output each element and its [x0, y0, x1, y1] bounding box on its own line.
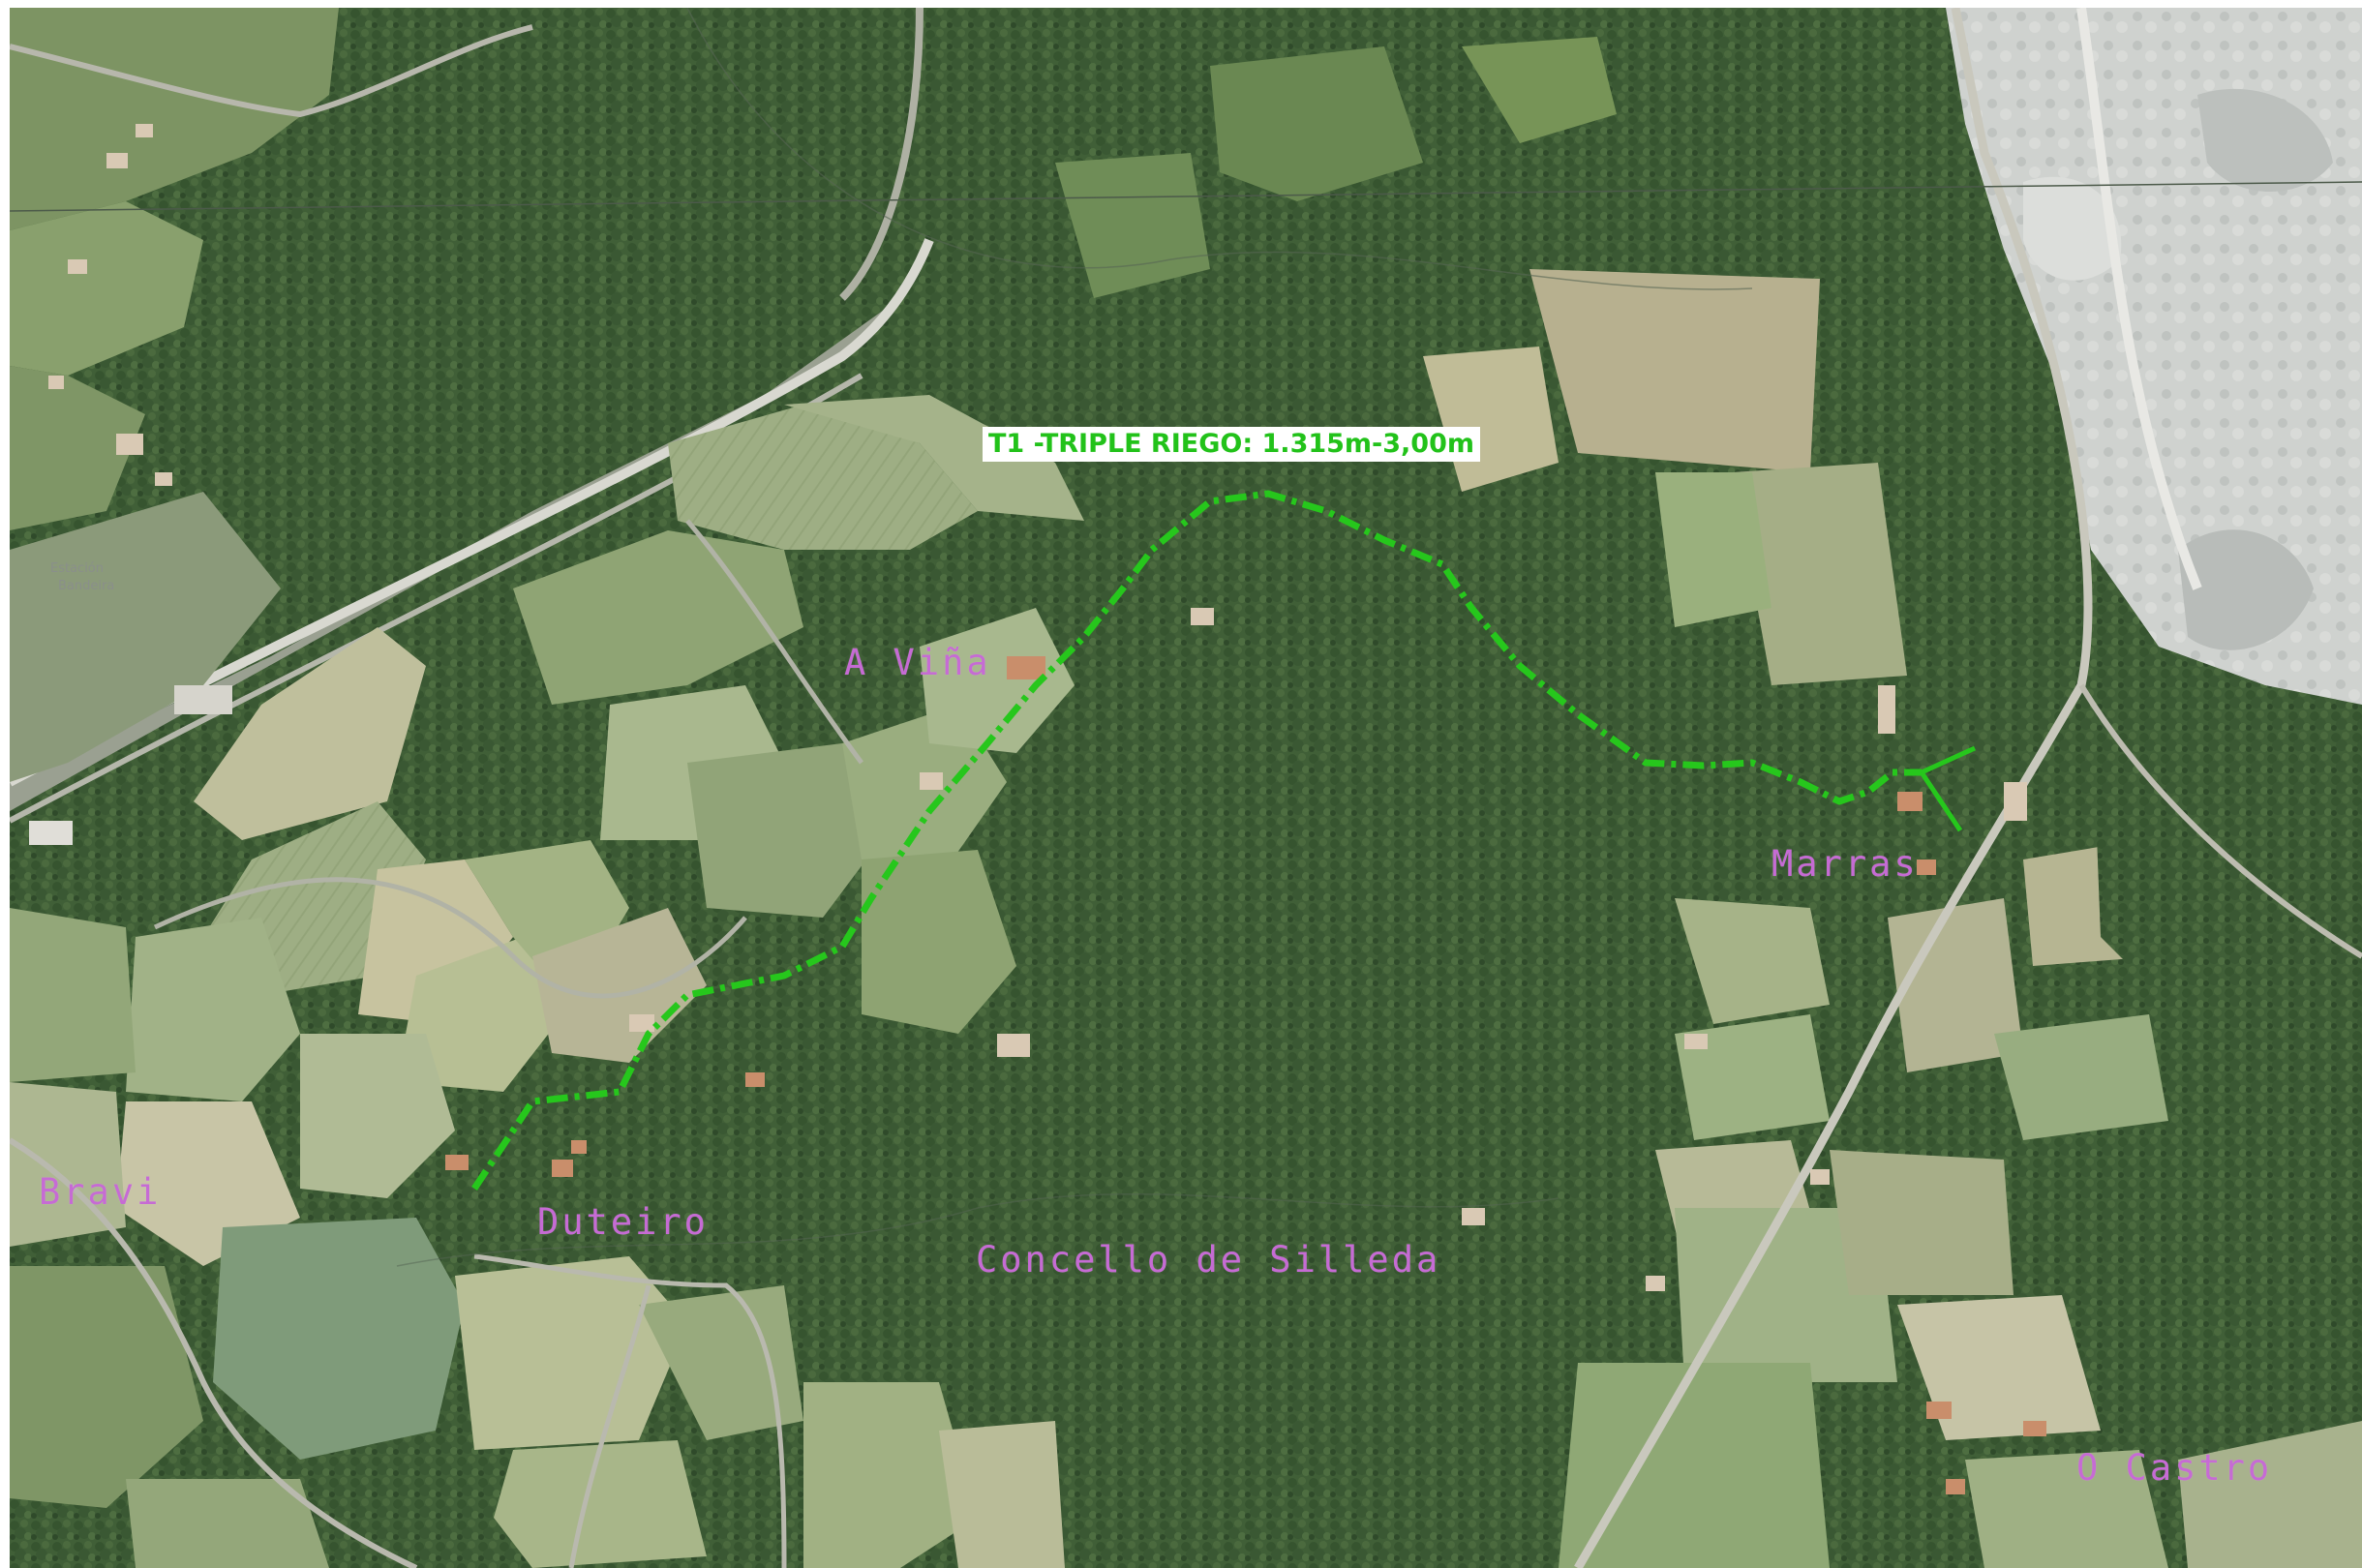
- field-east-3: [1733, 463, 1907, 685]
- field-lower-left-2: [455, 1256, 687, 1450]
- road-secondary-right: [2078, 683, 2362, 959]
- place-label-a-vina: A Viña: [844, 642, 991, 683]
- road-west-upper: [10, 24, 533, 118]
- field-east-1: [1529, 269, 1820, 472]
- road-main-ne: [1574, 8, 2093, 1568]
- field-bottom-center: [803, 1382, 978, 1568]
- field-se-1: [1675, 898, 1830, 1024]
- place-label-duteiro: Duteiro: [537, 1201, 709, 1243]
- field-center-9: [842, 705, 1007, 879]
- place-label-o-castro: O Castro: [2076, 1447, 2273, 1489]
- place-label-concello: Concello de Silleda: [976, 1239, 1441, 1281]
- field-a-vina-1: [668, 405, 978, 550]
- clearing-top-2: [1210, 46, 1423, 201]
- cad-line-3: [396, 1192, 1560, 1267]
- field-center-16: [10, 1082, 126, 1247]
- route-label: T1 -TRIPLE RIEGO: 1.315m-3,00m: [983, 427, 1481, 462]
- field-se-9: [1965, 1450, 2168, 1568]
- station-area: [10, 492, 281, 782]
- field-se-2: [1675, 1014, 1830, 1140]
- field-upper-left: [10, 8, 339, 230]
- quarry-pit-2: [2197, 88, 2333, 192]
- field-center-12: [126, 918, 300, 1101]
- cad-line-top: [10, 181, 2362, 212]
- quarry-pit-3: [2023, 176, 2122, 281]
- clearing-top-3: [1462, 37, 1617, 143]
- field-center-5: [397, 937, 571, 1092]
- field-se-12: [2178, 1421, 2362, 1568]
- field-center-7: [532, 908, 707, 1063]
- station-sub-label: Bandeira: [58, 579, 115, 593]
- field-se-6: [1830, 1150, 2014, 1295]
- field-se-4: [1675, 1208, 1897, 1382]
- rail-corridor: [10, 250, 929, 811]
- field-se-13: [1994, 1014, 2168, 1140]
- quarry-road: [2076, 8, 2202, 590]
- rail-curve-top: [839, 8, 924, 301]
- road-center-loop: [153, 877, 747, 999]
- field-lower-left-6: [126, 1479, 329, 1568]
- field-se-7: [1888, 898, 2023, 1072]
- field-east-4: [1655, 472, 1772, 627]
- road-lower-3: [568, 1284, 651, 1568]
- field-center-8: [687, 743, 881, 918]
- clearing-top-1: [1055, 153, 1210, 298]
- field-lower-left-5: [10, 1266, 203, 1508]
- field-lower-left-4: [639, 1285, 803, 1440]
- station-building: [174, 685, 232, 714]
- road-a-vina: [685, 519, 864, 765]
- field-a-vina-2: [784, 395, 1084, 521]
- quarry-pit-1: [2178, 529, 2314, 650]
- field-lower-left-3: [494, 1440, 707, 1568]
- aerial-map[interactable]: A Viña Marras Bravi Duteiro Concello de …: [10, 8, 2362, 1568]
- field-center-2: [194, 627, 426, 840]
- station-building-2: [29, 821, 73, 845]
- route-line: [471, 490, 1922, 1191]
- buildings: [48, 124, 2046, 1494]
- field-left-low: [10, 366, 145, 530]
- field-center-10: [920, 608, 1075, 753]
- cad-line-2: [686, 8, 1753, 290]
- station-label: Estación: [50, 561, 105, 576]
- field-left-mid: [10, 201, 203, 376]
- field-center-11: [862, 850, 1016, 1034]
- field-center-14: [300, 1034, 455, 1198]
- field-center-15: [10, 908, 136, 1082]
- forest-east-edge: [2091, 685, 2362, 1072]
- place-label-marras: Marras: [1772, 843, 1919, 885]
- road-lower-2: [473, 1253, 787, 1568]
- map-imagery: [10, 8, 2362, 1568]
- field-se-5: [1559, 1363, 1830, 1568]
- route-fork-end: [1919, 745, 1977, 832]
- field-lower-left-texture: [213, 1218, 465, 1460]
- road-lower-1: [10, 1137, 418, 1568]
- field-bottom-center-2: [939, 1421, 1065, 1568]
- place-label-bravi: Bravi: [39, 1171, 162, 1213]
- field-center-13: [116, 1101, 300, 1266]
